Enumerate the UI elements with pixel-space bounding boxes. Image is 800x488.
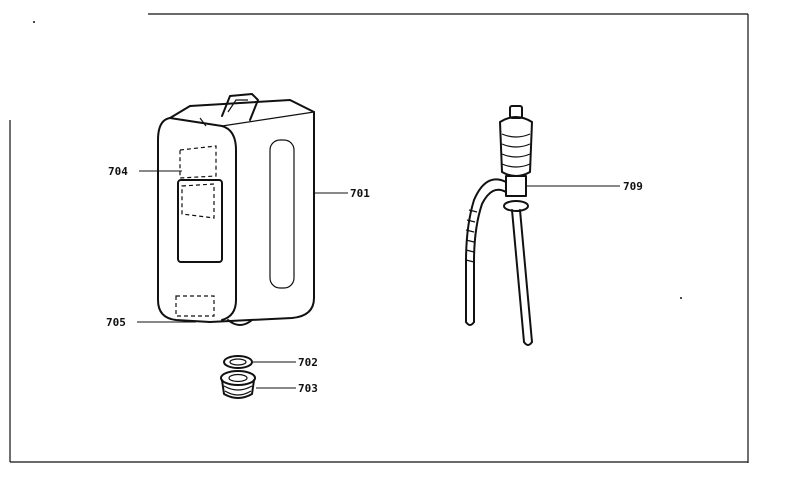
- callout-702: 702: [298, 356, 318, 369]
- leader-lines: [137, 170, 620, 389]
- cap-703: [220, 370, 256, 399]
- frame: [9, 13, 749, 463]
- speck: [680, 297, 682, 299]
- container-701: [157, 93, 315, 326]
- callout-704: 704: [108, 165, 128, 178]
- callout-705: 705: [106, 316, 126, 329]
- ring-702: [223, 355, 253, 369]
- callout-703: 703: [298, 382, 318, 395]
- callout-709: 709: [623, 180, 643, 193]
- callout-701: 701: [350, 187, 370, 200]
- speck: [33, 21, 35, 23]
- pump-709: [465, 105, 533, 346]
